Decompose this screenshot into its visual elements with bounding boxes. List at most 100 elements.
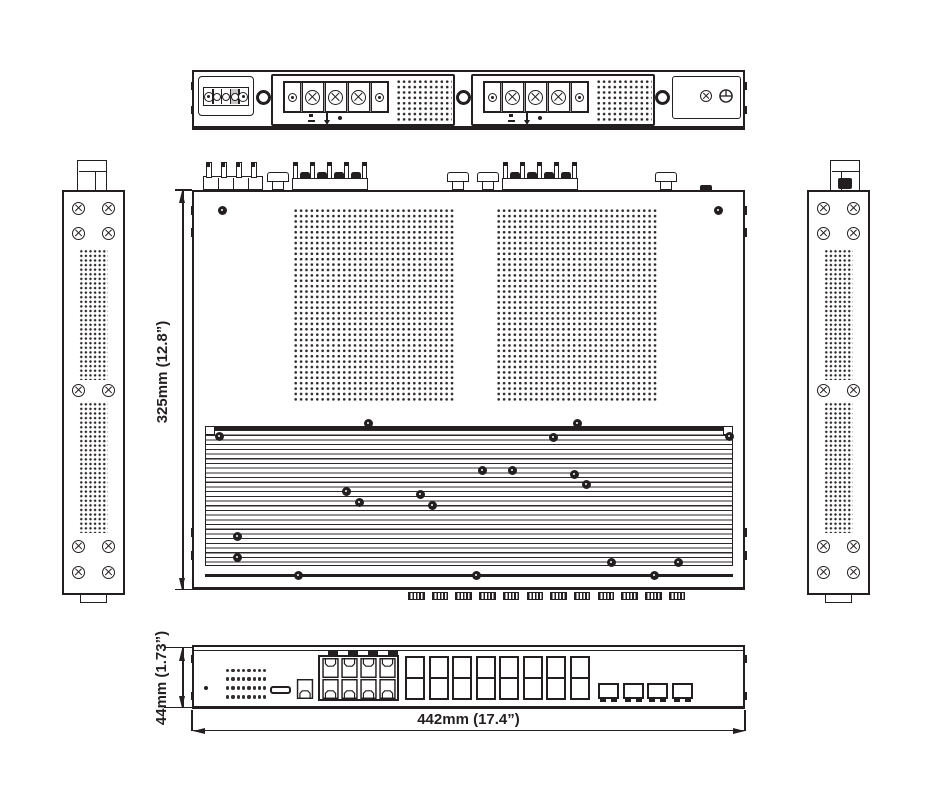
mounting-screw-hole <box>654 89 670 105</box>
plate-screw-icon <box>507 465 517 475</box>
edge-notch <box>190 528 194 537</box>
plate-screw-icon <box>724 431 734 441</box>
extension-tick <box>164 707 192 709</box>
terminal-screw-icon <box>287 92 297 102</box>
plate-screw-icon <box>354 497 364 507</box>
cage-tab <box>388 651 398 656</box>
dimension-label-depth: 325mm (12.8”) <box>154 320 171 424</box>
uplink-port <box>598 683 619 699</box>
polarity-symbol <box>509 113 513 117</box>
edge-notch <box>190 655 194 663</box>
led-indicator <box>236 686 240 690</box>
thumbscrew-stem <box>452 181 464 191</box>
pin-tip <box>294 163 297 167</box>
pin-tip <box>573 163 576 167</box>
terminal-divider <box>299 82 303 112</box>
psu-screw-icon <box>505 89 520 105</box>
chassis-screw-icon <box>700 90 712 102</box>
port-foot <box>635 699 642 702</box>
terminal-divider <box>545 82 549 112</box>
pin-tip <box>345 163 348 167</box>
plate-screw-icon <box>415 489 425 499</box>
psu-vent-grid <box>395 78 452 123</box>
thumbscrew-stem <box>660 181 672 191</box>
sfp-slot <box>475 656 496 679</box>
led-indicator <box>241 695 246 699</box>
extension-tick <box>175 189 192 191</box>
alarm-pin <box>205 162 212 178</box>
side-screw-icon <box>817 226 830 240</box>
rj45-port-icon <box>378 678 396 699</box>
side-screw-icon <box>72 226 85 240</box>
comb-divider <box>247 177 249 189</box>
psu-lump <box>316 172 327 179</box>
psu-screw-icon <box>528 89 543 105</box>
pin-tip <box>311 163 314 167</box>
side-screw-icon <box>817 201 830 215</box>
psu-pin <box>554 162 559 179</box>
dimension-arrow <box>179 695 186 708</box>
edge-notch <box>190 551 194 560</box>
side-screw-icon <box>102 201 115 215</box>
side-screw-icon <box>72 539 85 553</box>
plate-screw-icon <box>232 552 242 562</box>
side-screw-icon <box>102 565 115 579</box>
led-indicator <box>226 668 230 672</box>
edge-notch <box>743 551 747 560</box>
pin-tip <box>206 163 211 167</box>
comb-divider <box>232 177 234 189</box>
led-indicator <box>263 668 267 672</box>
led-indicator <box>241 668 246 672</box>
psu-lump <box>560 172 571 179</box>
mounting-screw-hole <box>455 89 471 105</box>
pin-tip <box>236 163 241 167</box>
psu-screw-icon <box>351 89 366 105</box>
sfp-slot <box>546 677 566 700</box>
edge-notch <box>743 206 747 215</box>
side-screw-icon <box>847 383 860 397</box>
plate-screw-icon <box>606 557 616 567</box>
led-indicator <box>241 677 246 681</box>
dot-symbol <box>337 115 342 120</box>
edge-notch <box>190 228 194 237</box>
psu-pin <box>327 162 332 179</box>
psu-pin <box>344 162 349 179</box>
side-screw-icon <box>817 539 830 553</box>
panel-screw-icon <box>217 205 227 215</box>
side-screw-icon <box>847 565 860 579</box>
sfp-cage-tab <box>455 592 472 600</box>
tab-line <box>831 170 859 172</box>
arrow-symbol <box>523 119 530 125</box>
led-indicator <box>236 695 240 699</box>
dimension-line <box>182 190 184 590</box>
terminal-separator <box>212 88 214 105</box>
edge-notch <box>743 692 747 700</box>
led-indicator <box>257 695 262 699</box>
sfp-cage-tab <box>550 592 567 600</box>
sfp-cage-tab <box>408 592 425 600</box>
alarm-pin <box>250 162 257 178</box>
arrow-symbol <box>323 119 330 125</box>
psu-pin <box>572 162 577 179</box>
dimension-arrow <box>192 728 205 735</box>
dimension-label-width: 442mm (17.4”) <box>417 711 520 728</box>
rj45-port-icon <box>340 658 358 678</box>
dimension-arrow <box>179 578 186 590</box>
terminal-screw-icon <box>574 92 584 102</box>
rail-screw-icon <box>649 570 659 580</box>
led-indicator <box>231 668 235 672</box>
psu-vent-grid <box>595 78 652 123</box>
pin-tip <box>363 163 366 167</box>
alarm-pin <box>235 162 242 178</box>
rj45-port-icon <box>321 678 339 699</box>
terminal-divider <box>568 82 572 112</box>
led-indicator <box>226 686 230 690</box>
led-indicator <box>236 677 240 681</box>
side-screw-icon <box>817 383 830 397</box>
terminal-divider <box>322 82 326 112</box>
sfp-slot <box>428 656 449 679</box>
tab-line <box>95 171 97 190</box>
plate-screw-icon <box>363 418 373 428</box>
front-top-lip <box>194 650 743 652</box>
